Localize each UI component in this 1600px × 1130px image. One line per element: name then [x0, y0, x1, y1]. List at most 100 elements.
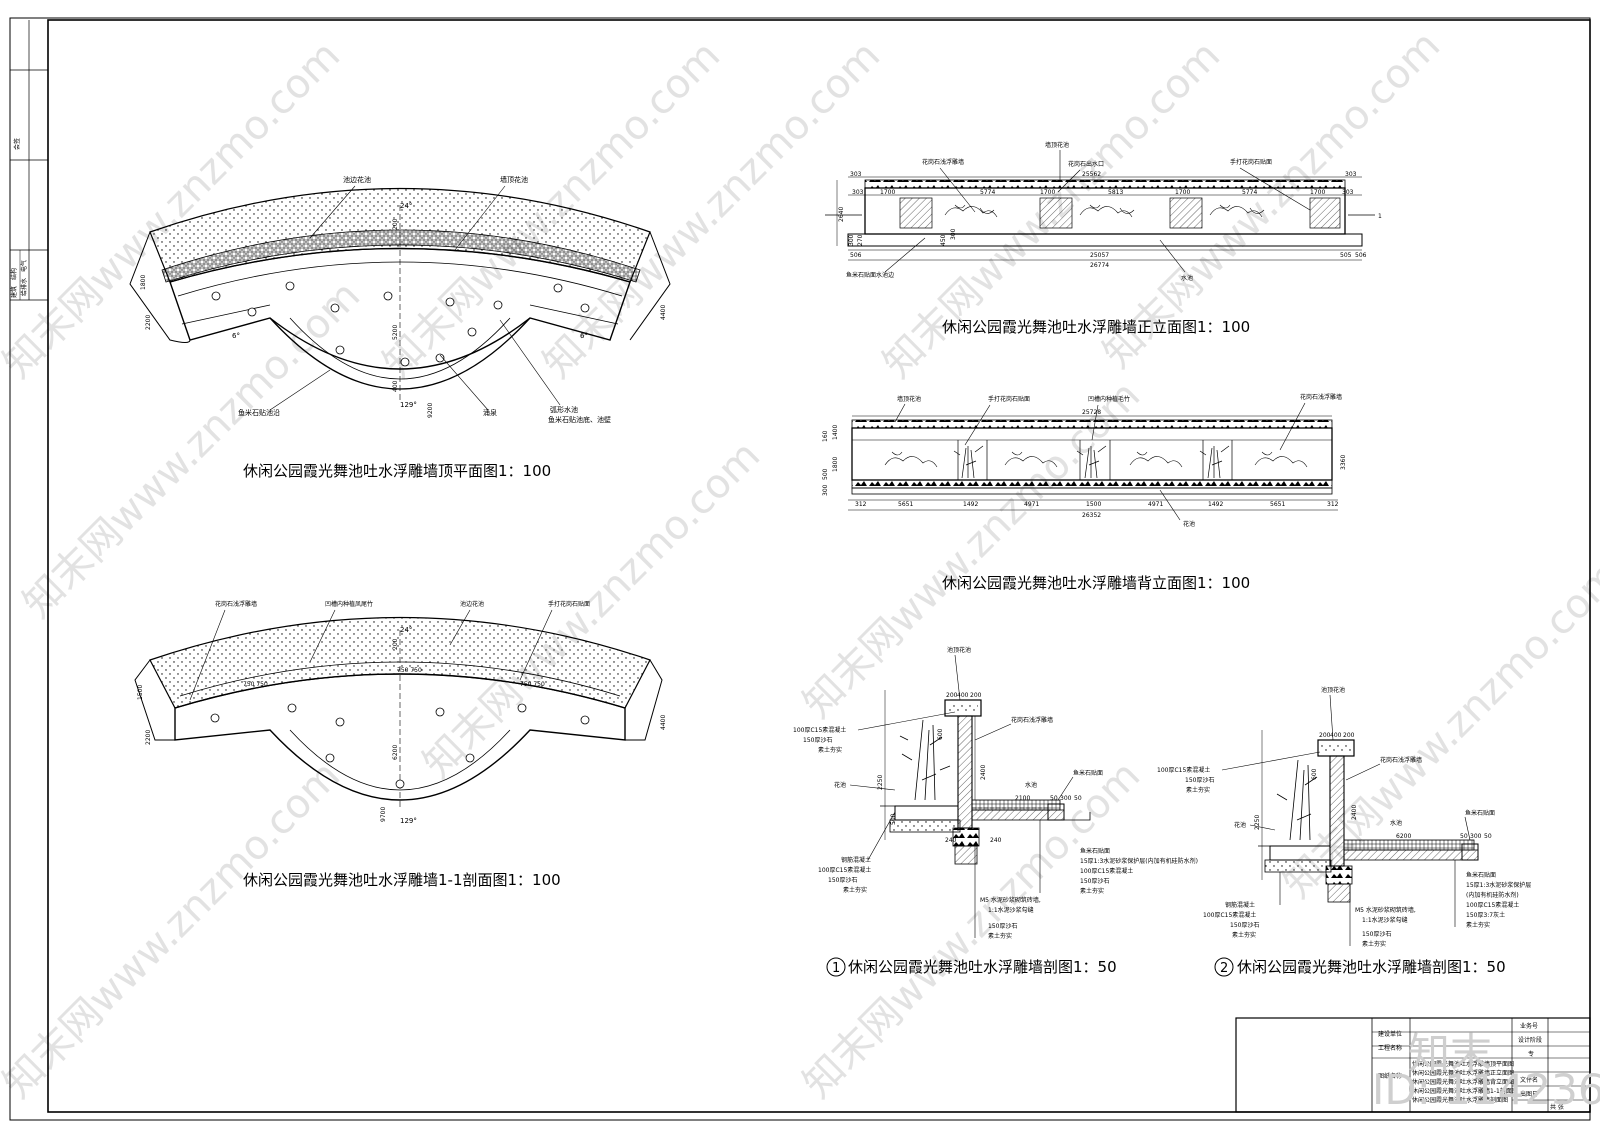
plan-dim: 400 — [392, 380, 399, 392]
tb-label: 工程名称 — [1378, 1044, 1402, 1052]
plan-dim: 2200 — [145, 315, 152, 330]
back-dim: 1492 — [1208, 501, 1223, 508]
back-dim: 3360 — [1340, 455, 1347, 470]
back-dim: 160 — [822, 430, 829, 442]
sec1-note: 素土夯实 — [1080, 887, 1104, 895]
sec1-note: 素土夯实 — [818, 746, 842, 754]
title-block: 建设单位 工程名称 图纸名称 休闲公园霞光舞池吐水浮雕墙顶平面图 休闲公园霞光舞… — [1235, 1017, 1591, 1113]
sec1-dim: 50 — [1050, 795, 1058, 802]
sec2-label: 鱼米石贴面 — [1465, 809, 1495, 817]
tb-cell: 设计阶段 — [1518, 1036, 1542, 1044]
sec1-note: 素土夯实 — [843, 886, 867, 894]
sec1-dim: 400 — [957, 692, 969, 699]
sec1-note: 100厚C15素混凝土 — [793, 726, 846, 734]
front-dim: 303 — [1345, 171, 1357, 178]
outer-border — [9, 17, 1591, 1121]
sec2-note: 150厚3:7灰土 — [1466, 911, 1505, 919]
tb-label: 建设单位 — [1378, 1030, 1402, 1038]
sec1-label: 水池 — [1025, 781, 1037, 789]
title-front-elevation: 休闲公园霞光舞池吐水浮雕墙正立面图1：100 — [942, 318, 1250, 336]
sec1-label: 鱼米石贴面 — [1073, 769, 1103, 777]
front-dim: 25057 — [1090, 252, 1109, 259]
section-detail-2: 池顶花池 花岗石浅浮雕墙 鱼米石贴面 水池 花池 100厚C15素混凝土 150… — [1157, 686, 1531, 977]
section-dim: 1500 — [137, 685, 144, 700]
front-dim: 2640 — [838, 207, 845, 222]
sec1-note: M5 水泥砂浆砌筑砖墙, — [980, 896, 1041, 904]
sec1-dim: 600 — [937, 728, 944, 740]
section-dim: 750 750 — [520, 681, 545, 688]
sec1-note: 100厚C15素混凝土 — [818, 866, 871, 874]
section-dim: 6200 — [392, 745, 399, 760]
sec2-note: 素土夯实 — [1466, 921, 1490, 929]
section-label: 池边花池 — [460, 600, 484, 608]
sec2-dim: 50 — [1484, 833, 1492, 840]
tb-drawing-name: 休闲公园霞光舞池吐水浮雕墙背立面图 — [1412, 1078, 1514, 1086]
sec2-note: 素土夯实 — [1232, 931, 1256, 939]
sec1-label: 花池 — [834, 781, 846, 789]
sec2-note: 150厚沙石 — [1230, 922, 1259, 929]
front-label: 手打花岗石贴面 — [1230, 158, 1272, 166]
tb-drawing-name: 休闲公园霞光舞池吐水浮雕墙剖面图 — [1412, 1096, 1508, 1104]
plan-dim: 5200 — [392, 325, 399, 340]
back-dim: 1400 — [832, 425, 839, 440]
back-label: 手打花岗石贴面 — [988, 395, 1030, 403]
front-label: 花岗石浅浮雕墙 — [922, 158, 964, 166]
sec2-label: 花岗石浅浮雕墙 — [1380, 756, 1422, 764]
front-dim: 506 — [1355, 252, 1367, 259]
tb-drawing-name: 休闲公园霞光舞池吐水浮雕墙顶平面图 — [1412, 1060, 1514, 1068]
front-dim: 26774 — [1090, 262, 1109, 269]
tb-drawing-name: 休闲公园霞光舞池吐水浮雕墙1-1剖面图 — [1412, 1087, 1518, 1095]
sec1-note: 钢筋混凝土 — [841, 856, 871, 864]
front-dim: 303 — [1342, 189, 1354, 196]
back-elevation: 墙顶花池 手打花岗石贴面 凹槽内种植毛竹 花岗石浅浮雕墙 花池 25728 31… — [822, 393, 1347, 592]
back-dim: 25728 — [1082, 409, 1101, 416]
sec1-dim: 200 — [970, 692, 982, 699]
section-angle: 24° — [400, 626, 412, 634]
back-dim: 300 — [822, 484, 829, 496]
sec2-note: 100厚C15素混凝土 — [1157, 766, 1210, 774]
sec1-note: 100厚C15素混凝土 — [1080, 867, 1133, 875]
strip-label: 给排水 — [20, 278, 28, 296]
front-dim: 1700 — [1040, 189, 1055, 196]
watermark-text: 知末网www.znzmo.com — [415, 433, 770, 788]
plan-angle: 24° — [400, 202, 412, 210]
plan-dim: 1800 — [140, 275, 147, 290]
sec1-dim: 240 — [990, 837, 1002, 844]
top-plan: 池边花池 墙顶花池 鱼米石贴池沿 涌泉 弧形水池 鱼米石贴池底、池壁 24° 6… — [129, 175, 671, 480]
tb-label: 图纸名称 — [1378, 1072, 1402, 1080]
sec2-note: 素土夯实 — [1186, 786, 1210, 794]
sec1-note: 150厚沙石 — [1080, 878, 1109, 885]
sec2-label: 水池 — [1390, 819, 1402, 827]
sec1-note: 150厚沙石 — [828, 877, 857, 884]
front-dim: 270 — [857, 234, 864, 246]
watermark-text: 知末网www.znzmo.com — [0, 753, 349, 1108]
sec1-note: 15厚1:3水泥砂浆保护层(内加有机硅防水剂) — [1080, 857, 1198, 865]
front-dim: 1700 — [1175, 189, 1190, 196]
tb-drawing-name: 休闲公园霞光舞池吐水浮雕墙正立面图 — [1412, 1069, 1514, 1077]
section-mark: 1 — [1378, 213, 1382, 220]
plan-dim: 9200 — [427, 403, 434, 418]
watermark-layer: 知末网www.znzmo.com 知末网www.znzmo.com 知末网www… — [0, 23, 1600, 1108]
front-dim: 506 — [850, 252, 862, 259]
strip-label: 电气 — [20, 260, 28, 272]
back-dim: 26352 — [1082, 512, 1101, 519]
back-dim: 5651 — [1270, 501, 1285, 508]
sec2-number: 2 — [1220, 961, 1228, 976]
plan-angle: 6° — [232, 332, 240, 340]
sec2-dim: 6200 — [1396, 833, 1411, 840]
section-dim: 4400 — [660, 715, 667, 730]
sec2-note: 15厚1:3水泥砂浆保护层 — [1466, 881, 1531, 889]
back-dim: 312 — [1327, 501, 1339, 508]
strip-label: 结构 — [10, 268, 18, 280]
plan-dim: 200 — [392, 218, 399, 230]
section-angle: 129° — [400, 817, 417, 825]
plan-label: 涌泉 — [483, 408, 497, 417]
back-dim: 1800 — [832, 457, 839, 472]
section-dim: 750 750 — [243, 681, 268, 688]
front-label: 水池 — [1181, 274, 1193, 282]
back-label: 花岗石浅浮雕墙 — [1300, 393, 1342, 401]
front-dim: 303 — [852, 189, 864, 196]
plan-angle: 129° — [400, 401, 417, 409]
logo-watermark: 知末 — [1408, 1029, 1492, 1078]
